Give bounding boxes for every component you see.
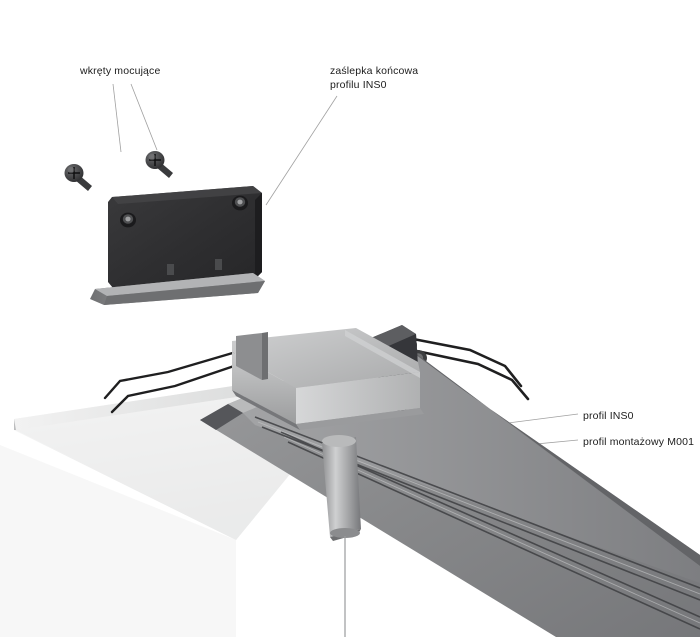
label-endcap-line1: zaślepka końcowa (330, 65, 419, 77)
spring-clip-left (103, 350, 245, 414)
suspension-canopy (322, 435, 361, 541)
leader-screw-left (112, 83, 122, 153)
mounting-box (232, 328, 424, 430)
label-screws-line1: wkręty mocujące (80, 65, 161, 77)
screw-right (145, 151, 173, 178)
label-profile-line1: profil INS0 (583, 410, 634, 422)
label-mounting-screws: wkręty mocujące (80, 65, 160, 79)
spring-clip-upper (406, 336, 530, 401)
label-mounting-line1: profil montażowy M001 (583, 436, 695, 448)
label-mounting-profile: profil montażowy M001 (583, 436, 694, 450)
leader-endcap (265, 95, 338, 206)
label-endcap-line2: profilu INS0 (330, 78, 387, 91)
screw-left (64, 164, 92, 191)
label-end-cap: zaślepka końcowa profilu INS0 (330, 65, 418, 92)
leader-screw-right (130, 83, 158, 151)
label-profile-inso: profil INS0 (583, 410, 634, 424)
end-cap-assembly (90, 186, 265, 305)
